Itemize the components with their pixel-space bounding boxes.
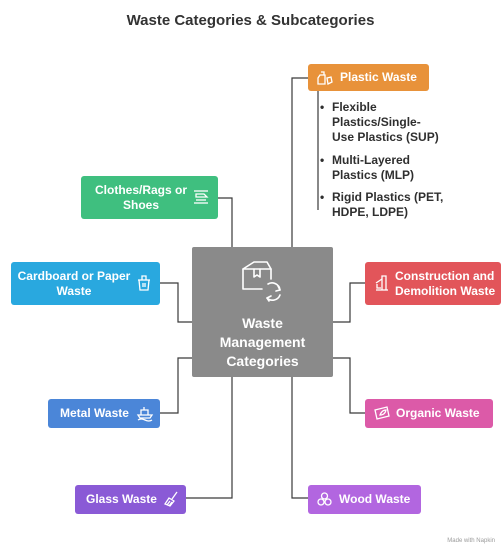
glass-waste-node: Glass Waste [75,485,186,514]
subcategory-line: Rigid Plastics (PET, [332,190,444,204]
plastic-bottle-icon [317,71,333,85]
diagram-title: Waste Categories & Subcategories [126,12,375,29]
construction-label-line-1: Construction and [395,269,495,283]
subcategory-line: Use Plastics (SUP) [332,130,439,144]
plastic-subcategory-3: • Rigid Plastics (PET, HDPE, LDPE) [320,190,444,219]
cardboard-label-line-1: Cardboard or Paper [17,269,131,283]
construction-label-line-2: Demolition Waste [395,284,496,298]
subcategory-line: Flexible [332,100,377,114]
paper-bin-icon [138,275,150,291]
ship-icon [136,407,154,422]
plastic-waste-label: Plastic Waste [340,70,417,84]
subcategory-line: Plastics/Single- [332,115,421,129]
clothes-label-line-2: Shoes [122,198,159,212]
center-label-line-2: Management [219,334,306,350]
organic-waste-label: Organic Waste [396,406,480,420]
recycle-box-icon [242,261,281,302]
subcategory-line: Plastics (MLP) [332,168,415,182]
leaf-card-icon [374,406,390,420]
subcategory-line: Multi-Layered [332,153,411,167]
construction-demolition-waste-node: Construction and Demolition Waste [365,262,501,305]
wood-waste-label: Wood Waste [339,492,411,506]
clothes-label-line-1: Clothes/Rags or [95,183,188,197]
subcategory-line: HDPE, LDPE) [332,205,409,219]
plastic-subcategory-1: • Flexible Plastics/Single- Use Plastics… [320,100,439,144]
central-node: Waste Management Categories [192,247,333,377]
cardboard-paper-waste-node: Cardboard or Paper Waste [11,262,160,305]
center-label-line-1: Waste [242,315,283,331]
cardboard-label-line-2: Waste [56,284,92,298]
wood-waste-node: Wood Waste [308,485,421,514]
credit-text: Made with Napkin [447,538,495,544]
wood-log-icon [317,492,332,506]
construction-crane-icon [375,275,388,291]
metal-waste-node: Metal Waste [48,399,160,428]
metal-waste-label: Metal Waste [60,406,129,420]
broom-icon [164,491,178,507]
glass-waste-label: Glass Waste [86,492,157,506]
plastic-subcategory-2: • Multi-Layered Plastics (MLP) [320,153,415,182]
clothes-waste-node: Clothes/Rags or Shoes [81,176,218,219]
organic-waste-node: Organic Waste [365,399,493,428]
center-label-line-3: Categories [226,353,299,369]
shoe-icon [194,190,209,204]
plastic-waste-node: Plastic Waste [308,64,429,91]
